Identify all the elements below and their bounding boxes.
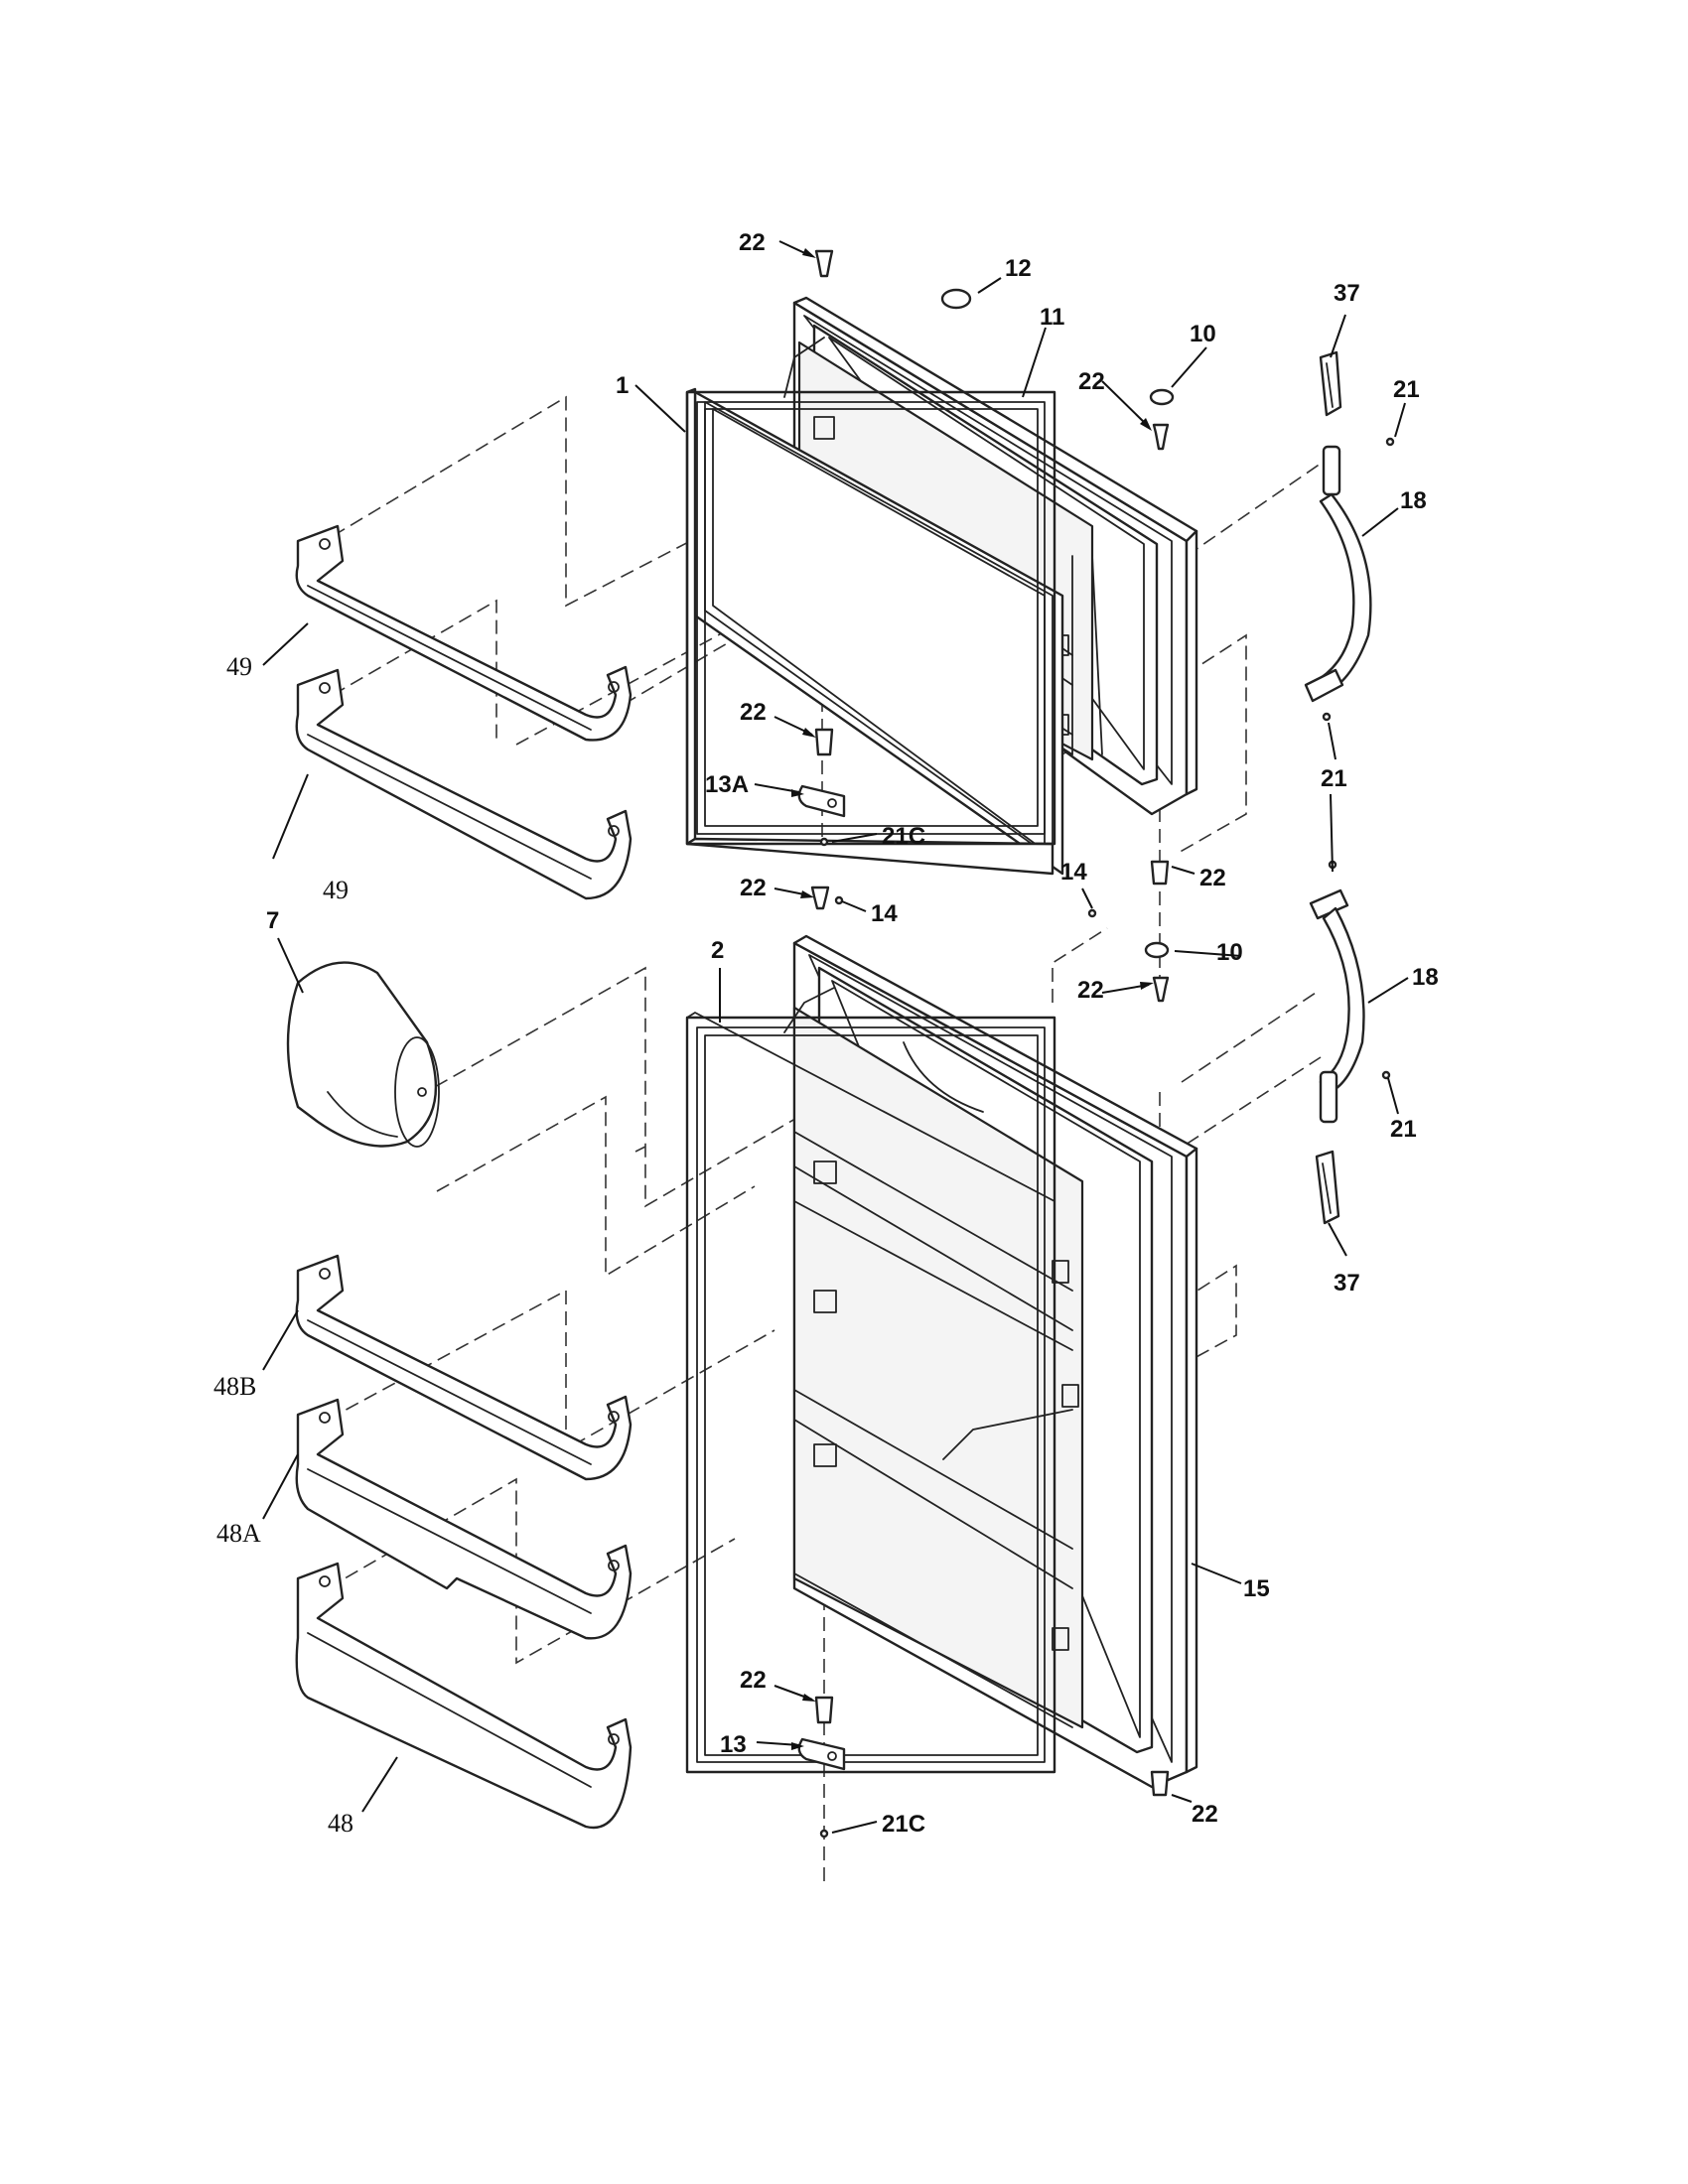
label-2: 2 bbox=[711, 937, 724, 964]
label-37: 37 bbox=[1334, 1270, 1360, 1297]
label-21C: 21C bbox=[882, 823, 925, 850]
label-12: 12 bbox=[1005, 255, 1032, 282]
door-shelf-49-lower bbox=[295, 668, 633, 900]
label-21: 21 bbox=[1390, 1116, 1417, 1143]
label-48A: 48A bbox=[216, 1519, 261, 1548]
label-21: 21 bbox=[1321, 765, 1347, 792]
label-37: 37 bbox=[1334, 280, 1360, 307]
lower-handle-endcap bbox=[1315, 1150, 1340, 1225]
label-22: 22 bbox=[740, 875, 767, 901]
freezer-door-gasket bbox=[685, 387, 1064, 876]
label-15: 15 bbox=[1243, 1575, 1270, 1602]
label-14: 14 bbox=[871, 900, 898, 927]
upper-handle bbox=[1304, 445, 1372, 703]
door-shelf-49-upper bbox=[295, 524, 633, 742]
label-48: 48 bbox=[328, 1809, 353, 1838]
label-49: 49 bbox=[323, 876, 349, 904]
label-18: 18 bbox=[1412, 964, 1439, 991]
label-10: 10 bbox=[1216, 939, 1243, 966]
leader-lines bbox=[262, 240, 1409, 1834]
door-shelf-48 bbox=[295, 1562, 633, 1830]
label-13A: 13A bbox=[705, 771, 749, 798]
callout-labels: 22 12 11 10 37 22 21 1 18 49 22 21 13A 2… bbox=[213, 229, 1439, 1838]
label-22: 22 bbox=[740, 1667, 767, 1694]
label-48B: 48B bbox=[213, 1372, 256, 1401]
label-22: 22 bbox=[1199, 865, 1226, 891]
fresh-food-door bbox=[783, 934, 1198, 1789]
door-shelf-48a bbox=[295, 1398, 633, 1640]
label-18: 18 bbox=[1400, 487, 1427, 514]
fresh-food-door-gasket bbox=[685, 1012, 1056, 1774]
label-7: 7 bbox=[266, 907, 279, 934]
label-1: 1 bbox=[616, 372, 629, 399]
label-11: 11 bbox=[1040, 304, 1064, 331]
label-21: 21 bbox=[1393, 376, 1420, 403]
label-22: 22 bbox=[1078, 368, 1105, 395]
label-22: 22 bbox=[1192, 1801, 1218, 1828]
label-10: 10 bbox=[1190, 321, 1216, 347]
door-shelf-48b bbox=[295, 1254, 633, 1481]
label-21C: 21C bbox=[882, 1811, 925, 1838]
label-22: 22 bbox=[740, 699, 767, 726]
label-22: 22 bbox=[1077, 977, 1104, 1004]
dairy-bin bbox=[286, 961, 440, 1148]
lower-handle bbox=[1309, 888, 1365, 1124]
upper-handle-endcap bbox=[1319, 350, 1342, 417]
hardware bbox=[797, 249, 1395, 1839]
label-14: 14 bbox=[1060, 859, 1087, 886]
label-22: 22 bbox=[739, 229, 766, 256]
label-49: 49 bbox=[226, 652, 252, 681]
label-13: 13 bbox=[720, 1731, 747, 1758]
